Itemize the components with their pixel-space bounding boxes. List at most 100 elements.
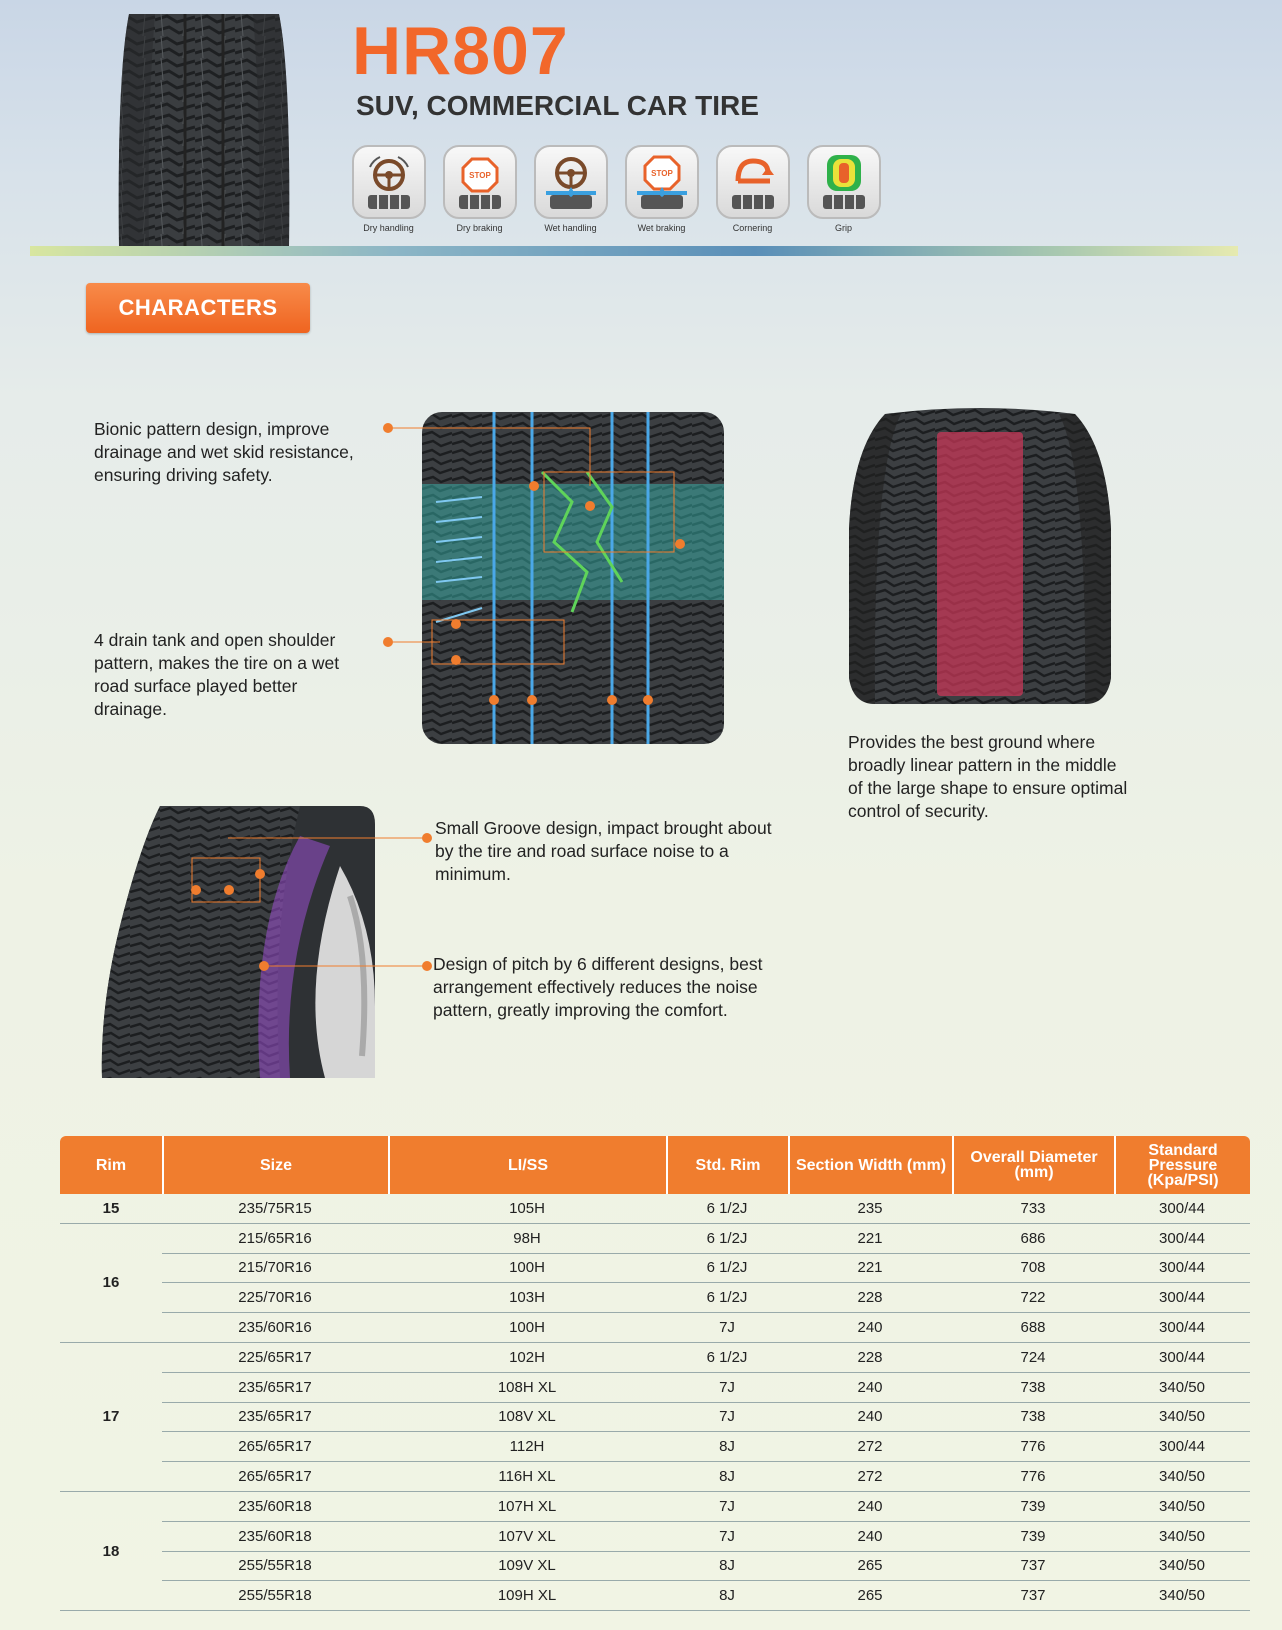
std-rim-cell: 8J (666, 1462, 788, 1492)
pressure-cell: 300/44 (1114, 1432, 1250, 1463)
std-rim-cell: 7J (666, 1403, 788, 1433)
size-cell: 215/65R16 (162, 1224, 388, 1254)
model-subtitle: SUV, COMMERCIAL CAR TIRE (356, 90, 759, 121)
section-width-cell: 228 (788, 1343, 952, 1373)
feature-wet-handling: Wet handling (532, 145, 609, 233)
rim-cell: 18 (60, 1492, 162, 1612)
model-title: HR807 (352, 13, 569, 89)
col-header-li-ss: LI/SS (388, 1136, 666, 1194)
overall-diameter-cell: 708 (952, 1254, 1114, 1284)
std-rim-cell: 8J (666, 1552, 788, 1582)
li-ss-cell: 107V XL (388, 1522, 666, 1552)
grip-heatmap-icon (806, 145, 881, 219)
col-header-overall-diameter: Overall Diameter (mm) (952, 1136, 1114, 1194)
overall-diameter-cell: 724 (952, 1343, 1114, 1373)
pressure-cell: 300/44 (1114, 1224, 1250, 1254)
overall-diameter-cell: 722 (952, 1283, 1114, 1314)
li-ss-cell: 109H XL (388, 1581, 666, 1612)
tire-contact-patch-image (849, 408, 1111, 704)
std-rim-cell: 6 1/2J (666, 1283, 788, 1314)
std-rim-cell: 8J (666, 1432, 788, 1463)
section-width-cell: 228 (788, 1283, 952, 1314)
col-header-section-width: Section Width (mm) (788, 1136, 952, 1194)
size-cell: 255/55R18 (162, 1581, 388, 1612)
feature-dry-handling: Dry handling (350, 145, 427, 233)
overall-diameter-cell: 733 (952, 1194, 1114, 1224)
overall-diameter-cell: 738 (952, 1403, 1114, 1433)
tread-drainage-diagram (422, 412, 724, 744)
feature-label: Dry handling (363, 223, 414, 233)
feature-wet-braking: STOP Wet braking (623, 145, 700, 233)
li-ss-cell: 107H XL (388, 1492, 666, 1522)
steering-wheel-water-icon (533, 145, 608, 219)
li-ss-cell: 100H (388, 1313, 666, 1343)
connector-lines-lower (375, 833, 432, 971)
section-width-cell: 240 (788, 1522, 952, 1552)
pressure-cell: 300/44 (1114, 1343, 1250, 1373)
svg-text:STOP: STOP (651, 169, 673, 178)
size-cell: 235/75R15 (162, 1194, 388, 1224)
pitch-design-text: Design of pitch by 6 different designs, … (433, 954, 763, 1020)
pressure-cell: 300/44 (1114, 1283, 1250, 1314)
steering-wheel-icon (351, 145, 426, 219)
small-groove-text: Small Groove design, impact brought abou… (435, 818, 772, 884)
ground-contact-text: Provides the best ground where broadly l… (848, 732, 1128, 821)
characters-section-title: CHARACTERS (86, 283, 310, 333)
rim-cell: 15 (60, 1194, 162, 1224)
overall-diameter-cell: 686 (952, 1224, 1114, 1254)
size-cell: 225/65R17 (162, 1343, 388, 1373)
overall-diameter-cell: 737 (952, 1581, 1114, 1612)
section-width-cell: 221 (788, 1254, 952, 1284)
size-cell: 225/70R16 (162, 1283, 388, 1314)
overall-diameter-cell: 776 (952, 1462, 1114, 1492)
bionic-pattern-text: Bionic pattern design, improve drainage … (94, 419, 354, 485)
size-cell: 235/60R16 (162, 1313, 388, 1343)
li-ss-cell: 116H XL (388, 1462, 666, 1492)
li-ss-cell: 108V XL (388, 1403, 666, 1433)
feature-grip: Grip (805, 145, 882, 233)
feature-label: Wet handling (544, 223, 597, 233)
size-cell: 215/70R16 (162, 1254, 388, 1284)
overall-diameter-cell: 776 (952, 1432, 1114, 1463)
pressure-cell: 300/44 (1114, 1313, 1250, 1343)
section-width-cell: 235 (788, 1194, 952, 1224)
size-cell: 235/60R18 (162, 1492, 388, 1522)
li-ss-cell: 98H (388, 1224, 666, 1254)
section-width-cell: 240 (788, 1492, 952, 1522)
pressure-cell: 340/50 (1114, 1403, 1250, 1433)
tire-top-image (118, 14, 290, 246)
pressure-cell: 340/50 (1114, 1373, 1250, 1403)
section-width-cell: 240 (788, 1313, 952, 1343)
size-cell: 265/65R17 (162, 1432, 388, 1463)
pressure-cell: 300/44 (1114, 1254, 1250, 1284)
rim-cell: 16 (60, 1224, 162, 1343)
std-rim-cell: 7J (666, 1522, 788, 1552)
col-header-std-rim: Std. Rim (666, 1136, 788, 1194)
li-ss-cell: 102H (388, 1343, 666, 1373)
section-width-cell: 240 (788, 1373, 952, 1403)
stop-sign-icon: STOP (442, 145, 517, 219)
stop-sign-water-icon: STOP (624, 145, 699, 219)
pressure-cell: 340/50 (1114, 1492, 1250, 1522)
feature-icons: Dry handling STOP Dry braking Wet handli… (350, 145, 882, 233)
section-width-cell: 272 (788, 1462, 952, 1492)
col-header-rim: Rim (60, 1136, 162, 1194)
std-rim-cell: 6 1/2J (666, 1194, 788, 1224)
col-header-standard-pressure: Standard Pressure (Kpa/PSI) (1114, 1136, 1250, 1194)
rim-cell: 17 (60, 1343, 162, 1492)
overall-diameter-cell: 739 (952, 1492, 1114, 1522)
col-header-size: Size (162, 1136, 388, 1194)
size-cell: 265/65R17 (162, 1462, 388, 1492)
feature-dry-braking: STOP Dry braking (441, 145, 518, 233)
li-ss-cell: 109V XL (388, 1552, 666, 1582)
